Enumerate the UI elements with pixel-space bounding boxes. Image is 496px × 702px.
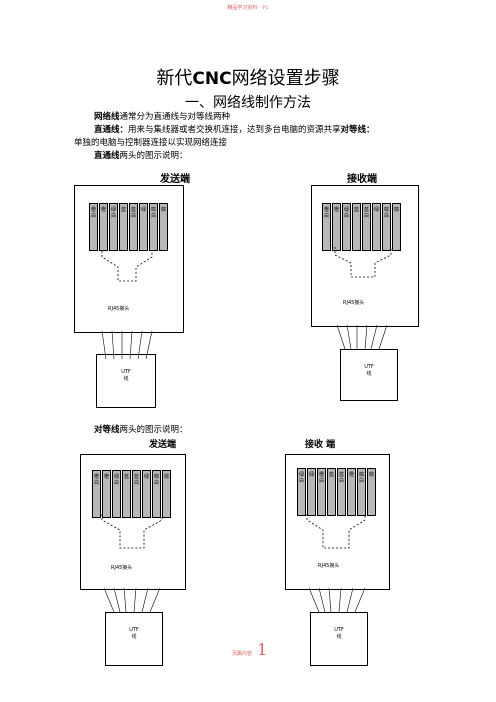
straight-send-pin-2: 橙: [99, 203, 108, 251]
cross-recv-pin-7: 棕白: [357, 468, 366, 516]
cable-box-send-cross: UTF 线: [105, 612, 163, 666]
straight-recv-pin-1: 橙白: [322, 203, 331, 251]
cross-send-pin-1: 橙白: [92, 470, 101, 518]
cable-label-8: 线: [336, 634, 342, 640]
paragraph-2-line2: 单独的电脑与控制器连接以实现网络连接: [74, 138, 228, 148]
straight-recv-pin-6: 绿: [372, 203, 381, 251]
straight-recv-pin-5: 蓝白: [362, 203, 371, 251]
cross-send-pin-3: 绿白: [112, 470, 121, 518]
straight-send-pin-5: 蓝白: [129, 203, 138, 251]
cross-send-pin-2: 橙: [102, 470, 111, 518]
straight-send-pin-3: 绿白: [109, 203, 118, 251]
paragraph-1: 网络线通常分为直通线与对等线两种: [94, 111, 230, 124]
p2-text: 用来与集线器或者交换机连接，达到多台电脑的资源共享: [128, 125, 341, 135]
footer-text: 页脚内容: [232, 651, 253, 657]
cable-box-send-straight: UTF 线: [96, 354, 156, 408]
paragraph-3: 直通线两头的图示说明：: [94, 150, 188, 163]
term-straight-2: 直通线: [94, 151, 120, 161]
term-network-cable: 网络线: [94, 112, 120, 122]
paragraph-2: 直通线：用来与集线器或者交换机连接，达到多台电脑的资源共享对等线：: [94, 124, 474, 137]
term-crossover-2: 对等线: [94, 425, 120, 435]
term-crossover: 对等线：: [340, 125, 375, 135]
pin-row-recv-straight: 橙白橙绿白蓝蓝白绿棕白棕: [322, 203, 401, 251]
cable-box-recv-cross: UTF 线: [310, 612, 368, 666]
page-header: 精品学习资料 · P1: [227, 5, 269, 11]
rj45-label-4: RJ45接头: [318, 563, 340, 569]
recv-label-cross: 接收 端: [305, 440, 336, 450]
straight-recv-pin-2: 橙: [332, 203, 341, 251]
connector-lines-recv-cross: [306, 514, 366, 613]
rj45-label: RJ45接头: [108, 306, 130, 312]
connector-box-send-cross: [80, 454, 186, 590]
section-heading: 一、网络线制作方法: [185, 95, 311, 111]
title-suffix: 网络设置步骤: [231, 68, 340, 89]
cable-box-recv-straight: UTF 线: [340, 349, 398, 401]
pin-row-send-straight: 橙白橙绿白蓝蓝白绿棕白棕: [89, 203, 168, 251]
p3-text: 两头的图示说明：: [119, 151, 188, 161]
cable-label: UTF: [121, 369, 131, 375]
cross-send-pin-4: 蓝: [122, 470, 131, 518]
connector-lines-send-cross: [101, 514, 163, 613]
cross-recv-pin-5: 蓝白: [337, 468, 346, 516]
straight-recv-pin-3: 绿白: [342, 203, 351, 251]
straight-send-pin-6: 绿: [139, 203, 148, 251]
connector-box-recv-cross: [285, 454, 390, 590]
paragraph-4: 对等线两头的图示说明：: [94, 424, 188, 437]
term-straight: 直通线：: [94, 125, 129, 135]
send-label-cross: 发送端: [149, 440, 177, 450]
straight-send-pin-1: 橙白: [89, 203, 98, 251]
title-brand: CNC: [192, 69, 232, 89]
pin-row-recv-cross: 绿白绿橙白蓝蓝白橙棕白棕: [297, 468, 376, 516]
page-number: 1: [257, 640, 268, 659]
pin-row-send-cross: 橙白橙绿白蓝蓝白绿棕白棕: [92, 470, 171, 518]
cross-send-pin-8: 棕: [162, 470, 171, 518]
cross-recv-pin-6: 橙: [347, 468, 356, 516]
send-label-straight: 发送端: [160, 174, 190, 185]
cross-recv-pin-2: 绿: [307, 468, 316, 516]
cross-recv-pin-3: 橙白: [317, 468, 326, 516]
cable-label-5: UTF: [129, 627, 139, 633]
straight-send-pin-7: 棕白: [149, 203, 158, 251]
cable-label-3: UTF: [364, 364, 374, 370]
cable-label-6: 线: [131, 634, 137, 640]
straight-recv-pin-4: 蓝: [352, 203, 361, 251]
straight-recv-pin-7: 棕白: [382, 203, 391, 251]
cable-label-4: 线: [366, 371, 372, 377]
connector-box-send-straight: [74, 185, 184, 333]
cross-send-pin-5: 蓝白: [132, 470, 141, 518]
page-footer: 页脚内容 1: [232, 640, 267, 659]
connector-lines-recv-straight: [334, 247, 392, 350]
title-prefix: 新代: [156, 68, 193, 89]
cross-send-pin-7: 棕白: [152, 470, 161, 518]
straight-send-pin-4: 蓝: [119, 203, 128, 251]
rj45-label-3: RJ45接头: [111, 565, 133, 571]
rj45-label-2: RJ45接头: [343, 300, 365, 306]
p4-text: 两头的图示说明：: [119, 425, 188, 435]
cross-recv-pin-1: 绿白: [297, 468, 306, 516]
cable-label-7: UTF: [334, 627, 344, 633]
cross-send-pin-6: 绿: [142, 470, 151, 518]
cross-recv-pin-8: 棕: [367, 468, 376, 516]
recv-label-straight: 接收端: [347, 174, 377, 185]
straight-recv-pin-8: 棕: [392, 203, 401, 251]
connector-box-recv-straight: [311, 185, 419, 327]
page-title: 新代CNC网络设置步骤: [0, 64, 496, 90]
cross-recv-pin-4: 蓝: [327, 468, 336, 516]
straight-send-pin-8: 棕: [159, 203, 168, 251]
cable-label-2: 线: [123, 376, 129, 382]
p1-text: 通常分为直通线与对等线两种: [119, 112, 231, 122]
